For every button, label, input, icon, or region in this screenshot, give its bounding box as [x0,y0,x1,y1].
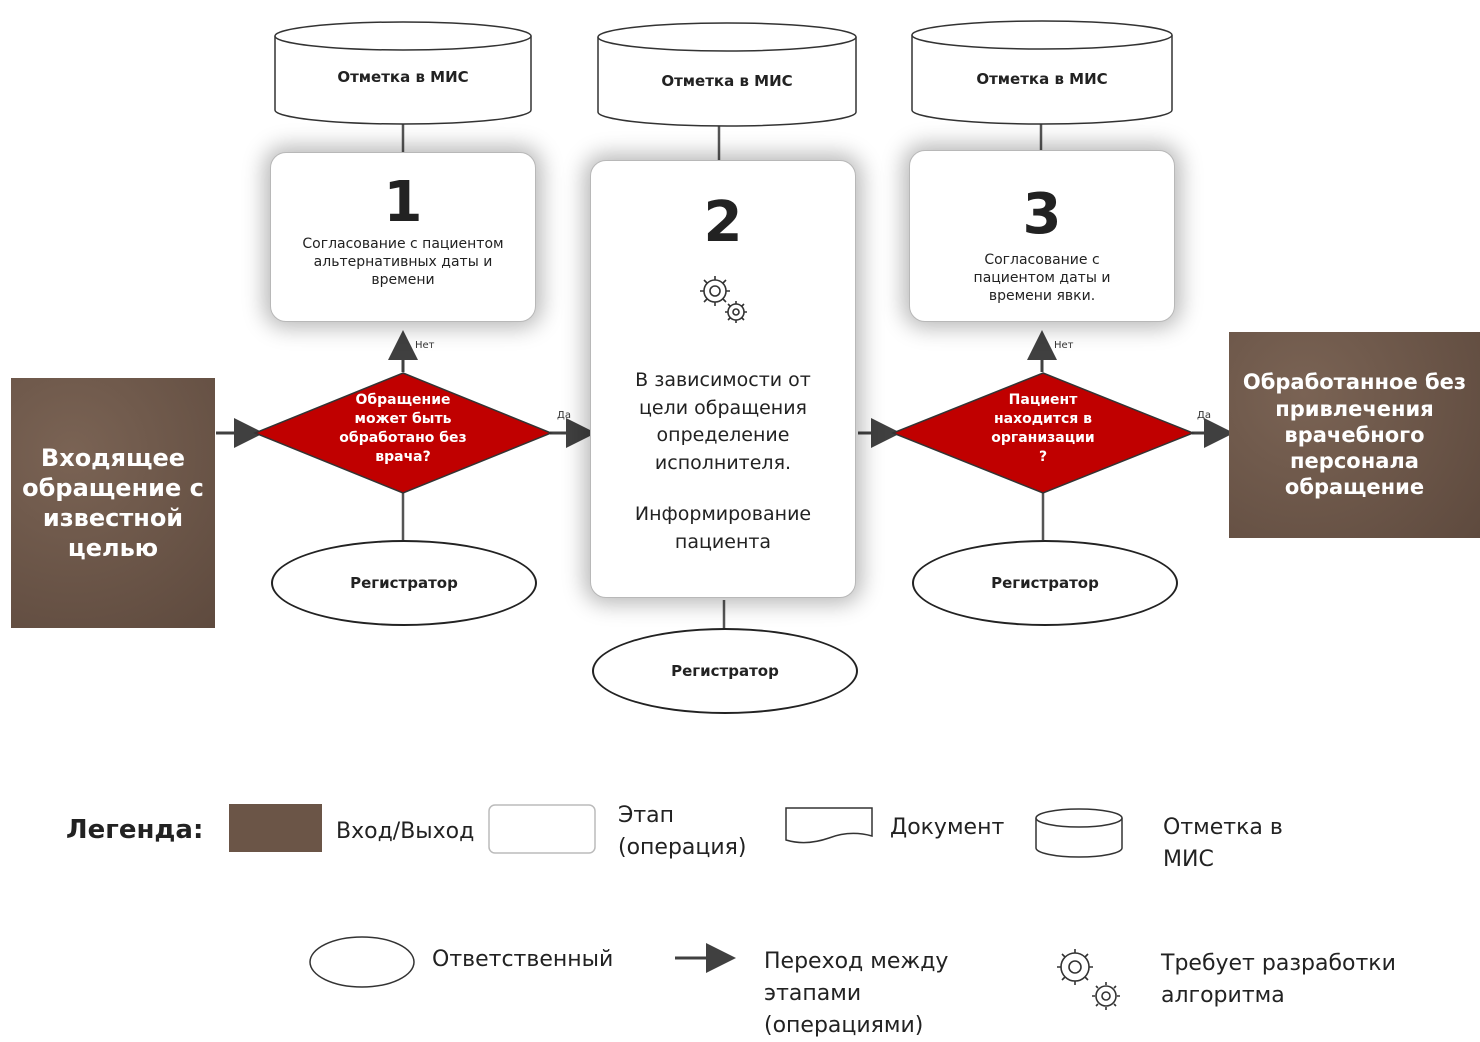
mis-cylinder-1 [274,21,532,125]
legend-responsible-label: Ответственный [432,947,614,972]
stage-3-text: Согласование с пациентом даты и времени … [973,252,1111,305]
legend-io-swatch [229,804,322,852]
decision1-text: Обращение может быть обработано без врач… [339,392,467,465]
legend-io-label: Вход/Выход [336,819,475,844]
decision2-yes-label: Да [1197,410,1211,421]
output-block: Обработанное без привлечения врачебного … [1229,332,1480,538]
input-block-label: Входящее обращение с известной целью [22,444,204,562]
legend-title: Легенда: [66,815,204,845]
mis-label-text-3: Отметка в МИС [976,70,1108,88]
mis-cylinder-3 [911,20,1173,125]
responsible-ellipse-1: Регистратор [271,540,537,626]
input-block: Входящее обращение с известной целью [11,378,215,628]
legend-gears-icon [1057,949,1120,1010]
output-block-label: Обработанное без привлечения врачебного … [1242,370,1467,500]
mis-label-text-2: Отметка в МИС [661,72,793,90]
stage-3: 3 Согласование с пациентом даты и времен… [909,150,1175,322]
legend-stage-swatch [488,804,596,854]
decision2-no-label: Нет [1054,340,1074,351]
responsible-ellipse-3: Регистратор [912,540,1178,626]
legend-responsible-swatch [309,936,415,988]
decision2-text: Пациент находится в организации ? [991,392,1095,465]
legend-mis-swatch [1035,808,1123,858]
decision1-no-label: Нет [415,340,435,351]
stage-2-number: 2 [703,190,743,255]
legend-transition-label: Переход между этапами (операциями) [764,949,949,1038]
gears-icon [700,276,747,323]
stage-1: 1 Согласование с пациентом альтернативны… [270,152,536,322]
stage-2-text2: Информирование пациента [634,503,812,553]
legend-mis-label: Отметка в МИС [1163,815,1283,872]
decision2-shape [890,372,1196,494]
mis-label-text-1: Отметка в МИС [337,68,469,86]
responsible-label-1: Регистратор [350,574,458,592]
stage-2-text: В зависимости от цели обращения определе… [635,369,811,474]
stage-3-number: 3 [1022,182,1062,247]
stage-1-text: Согласование с пациентом альтернативных … [302,236,504,289]
responsible-label-3: Регистратор [991,574,1099,592]
legend-stage-label: Этап (операция) [618,803,747,860]
stage-1-number: 1 [383,170,423,235]
stage-2: 2 В зависимости от цели обращения опреде… [590,160,856,598]
decision1-shape [253,372,553,494]
legend-document-label: Документ [890,815,1005,840]
responsible-label-2: Регистратор [671,662,779,680]
legend-document-swatch [785,807,873,844]
responsible-ellipse-2: Регистратор [592,628,858,714]
mis-cylinder-2 [597,22,857,127]
decision1-yes-label: Да [557,410,571,421]
legend-algorithm-label: Требует разработки алгоритма [1161,951,1396,1008]
